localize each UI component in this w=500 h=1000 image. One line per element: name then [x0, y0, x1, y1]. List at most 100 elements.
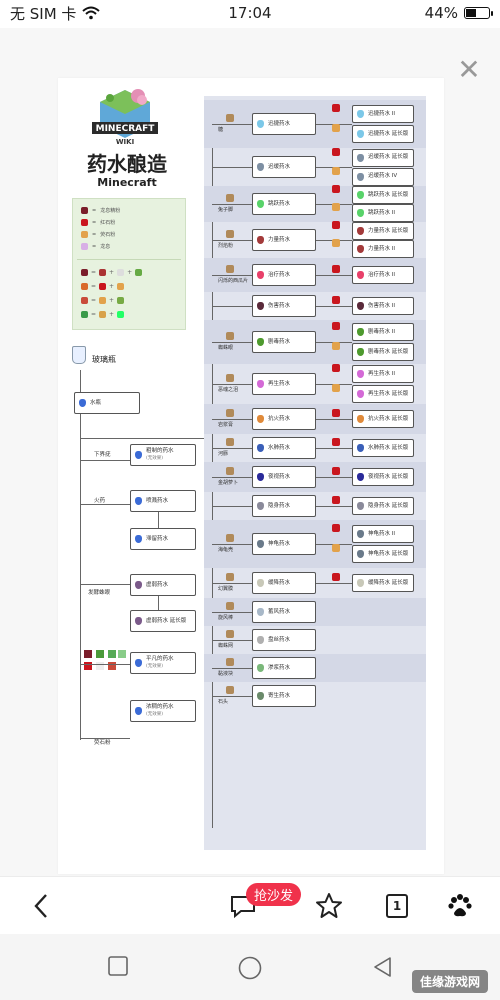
favorite-button[interactable]: [314, 891, 344, 921]
chart-subtitle: Minecraft: [97, 176, 157, 189]
ingredient-icon: [226, 438, 234, 446]
sofa-badge[interactable]: 抢沙发: [246, 883, 302, 906]
upgrade-ingredient-icon: [332, 438, 340, 446]
watermark: 佳缘游戏网: [411, 970, 488, 993]
upgrade-ingredient-icon: [332, 322, 340, 330]
weakness-extended-node: 虚弱药水 延长版: [130, 610, 196, 632]
splash-potion-node: 喷溅药水: [130, 490, 196, 512]
upgrade-ingredient-icon: [332, 166, 340, 175]
ingredient-label: 海龟壳: [218, 547, 234, 553]
awkward-potion-node: 粗制的药水(无效果): [130, 444, 196, 466]
ingredient-icon: [226, 573, 234, 581]
upgrade-potion-node: 力量药水 II: [352, 240, 414, 258]
bottom-toolbar: 抢沙发 1: [0, 876, 500, 934]
ingredient-icon: [226, 332, 234, 340]
upgrade-ingredient-icon: [332, 124, 340, 132]
system-back-button[interactable]: [372, 956, 392, 982]
wifi-icon: [82, 6, 101, 20]
upgrade-ingredient-icon: [332, 364, 340, 372]
square-icon: [108, 956, 128, 976]
back-button[interactable]: [28, 891, 54, 921]
ingredient-label: 蜘蛛眼: [218, 345, 234, 351]
potion-brewing-chart: MINECRAFT WIKI 药水酿造 Minecraft = 龙息精粉 = 红…: [58, 78, 444, 874]
image-viewer[interactable]: ✕ MINECRAFT WIKI 药水酿造 Minecraft = 龙息精粉 =…: [0, 28, 500, 876]
upgrade-potion-node: 夜视药水 延长版: [352, 468, 414, 486]
home-button[interactable]: [238, 956, 262, 984]
logo-wiki-text: WIKI: [116, 138, 134, 146]
ingredient-icon: [226, 374, 234, 382]
upgrade-potion-node: 剧毒药水 II: [352, 323, 414, 341]
potion-node: 水肺药水: [252, 437, 316, 459]
legend-recipe: =++: [81, 267, 177, 277]
upgrade-potion-node: 力量药水 延长版: [352, 222, 414, 240]
upgrade-potion-node: 剧毒药水 延长版: [352, 343, 414, 361]
ingredient-label: 金胡萝卜: [218, 480, 239, 486]
weakness-potion-node: 虚弱药水: [130, 574, 196, 596]
potion-node: 剧毒药水: [252, 331, 316, 353]
ingredient-label: 河豚: [218, 451, 229, 457]
upgrade-potion-node: 迅捷药水 延长版: [352, 125, 414, 143]
ingredient-label: 岩浆膏: [218, 422, 234, 428]
ingredient-label: 恶魂之泪: [218, 387, 239, 393]
potion-node: 隐身药水: [252, 495, 316, 517]
upgrade-ingredient-icon: [332, 104, 340, 112]
upgrade-potion-node: 神龟药水 延长版: [352, 545, 414, 563]
ingredient-label: 糖: [218, 127, 224, 133]
ingredient-label: 兔子脚: [218, 207, 234, 213]
upgrade-ingredient-icon: [332, 265, 340, 273]
legend-item: = 龙息精粉: [81, 207, 120, 214]
potion-node: 夜视药水: [252, 466, 316, 488]
minecraft-wiki-logo: MINECRAFT WIKI: [92, 89, 158, 146]
potion-node: 跳跃药水: [252, 193, 316, 215]
potion-node: 缓降药水: [252, 572, 316, 594]
ingredient-icon: [226, 265, 234, 273]
mundane-potion-node: 平凡的药水(无效果): [130, 652, 196, 674]
ingredient-icon: [226, 114, 234, 122]
potion-node: 迅捷药水: [252, 113, 316, 135]
ingredient-label: 荧石粉: [94, 740, 111, 746]
ingredient-label: 石头: [218, 699, 229, 705]
upgrade-potion-node: 迟缓药水 IV: [352, 167, 414, 186]
legend-recipe: =+: [81, 309, 177, 319]
paw-icon: [448, 894, 472, 917]
upgrade-ingredient-icon: [332, 409, 340, 417]
potion-node: 伤害药水: [252, 295, 316, 317]
ingredient-icon: [226, 630, 234, 638]
ingredient-icon: [226, 658, 234, 666]
page-count-button[interactable]: 1: [384, 891, 410, 921]
upgrade-ingredient-icon: [332, 496, 340, 504]
ingredient-icon: [226, 467, 234, 475]
upgrade-potion-node: 缓降药水 延长版: [352, 574, 414, 592]
close-icon[interactable]: ✕: [457, 53, 481, 86]
upgrade-potion-node: 抗火药水 延长版: [352, 410, 414, 428]
upgrade-potion-node: 伤害药水 II: [352, 297, 414, 315]
upgrade-potion-node: 跳跃药水 II: [352, 204, 414, 222]
upgrade-ingredient-icon: [332, 239, 340, 247]
upgrade-potion-node: 跳跃药水 延长版: [352, 186, 414, 204]
legend-item: = 红石粉: [81, 219, 115, 226]
glass-bottle-label: 玻璃瓶: [92, 355, 116, 364]
lingering-potion-node: 滞留药水: [130, 528, 196, 550]
upgrade-potion-node: 迅捷药水 II: [352, 105, 414, 123]
potion-node: 渗浆药水: [252, 657, 316, 679]
potion-node: 盘丝药水: [252, 629, 316, 651]
ingredient-label: 烈焰粉: [218, 243, 234, 249]
circle-icon: [238, 956, 262, 980]
ingredient-label: 发酵蛛眼: [88, 590, 111, 596]
chart-title: 药水酿造: [87, 152, 167, 176]
ingredient-label: 黏液块: [218, 671, 234, 677]
legend-recipe: =+: [81, 295, 177, 305]
upgrade-ingredient-icon: [332, 185, 340, 193]
triangle-back-icon: [374, 957, 391, 977]
recent-apps-button[interactable]: [108, 956, 128, 980]
upgrade-ingredient-icon: [332, 221, 340, 229]
upgrade-potion-node: 再生药水 II: [352, 365, 414, 383]
battery-percent: 44%: [424, 4, 458, 22]
potion-node: 蓄风药水: [252, 601, 316, 623]
potion-node: 寄生药水: [252, 685, 316, 707]
potion-node: 治疗药水: [252, 264, 316, 286]
system-nav-bar: 佳缘游戏网: [0, 934, 500, 1000]
paw-button[interactable]: [446, 891, 474, 921]
thick-potion-node: 浓稠的药水(无效果): [130, 700, 196, 722]
